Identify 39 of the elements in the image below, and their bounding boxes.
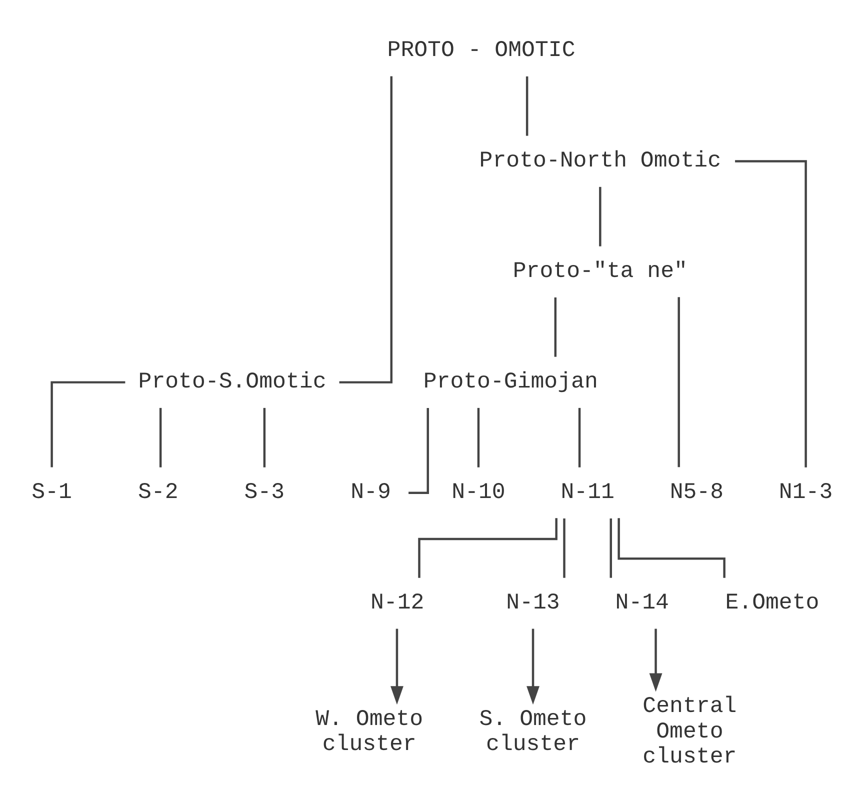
node-text: N-14 bbox=[615, 590, 669, 616]
node-text: N1-3 bbox=[778, 479, 833, 506]
connector bbox=[678, 297, 680, 468]
connector bbox=[526, 76, 528, 136]
node-text: N-10 bbox=[452, 479, 506, 506]
arrow bbox=[649, 628, 662, 692]
node-text: N-12 bbox=[370, 590, 424, 616]
node-text: Proto-S.Omotic bbox=[138, 368, 326, 395]
connector bbox=[610, 518, 612, 578]
node-text: S-2 bbox=[138, 479, 178, 506]
connector bbox=[418, 518, 558, 578]
node-text: E.Ometo bbox=[725, 590, 820, 616]
connector bbox=[339, 76, 392, 384]
node-text: Proto-"ta ne" bbox=[512, 258, 688, 284]
node-text: Proto-Gimojan bbox=[423, 368, 598, 395]
connector bbox=[554, 297, 557, 357]
node-text: PROTO - OMOTIC bbox=[387, 37, 576, 64]
connector bbox=[159, 408, 162, 468]
connector bbox=[563, 518, 566, 578]
node-text: N5-8 bbox=[670, 479, 724, 506]
node-text: S. Ometo cluster bbox=[479, 706, 587, 757]
connector bbox=[263, 408, 266, 468]
connector bbox=[477, 408, 480, 468]
connector bbox=[599, 186, 602, 246]
connector bbox=[50, 381, 126, 468]
connector bbox=[578, 408, 581, 468]
node-text: S-1 bbox=[32, 479, 72, 506]
arrow bbox=[390, 628, 404, 705]
node-text: N-9 bbox=[350, 479, 391, 506]
connector bbox=[735, 160, 807, 468]
node-text: S-3 bbox=[244, 479, 285, 506]
node-text: N-11 bbox=[560, 479, 614, 506]
node-text: W. Ometo cluster bbox=[316, 706, 424, 757]
arrow bbox=[526, 628, 540, 705]
node-text: N-13 bbox=[506, 590, 560, 616]
connector bbox=[408, 408, 429, 494]
node-text: Central Ometo cluster bbox=[642, 693, 737, 770]
connector bbox=[618, 518, 726, 578]
node-text: Proto-North Omotic bbox=[479, 148, 722, 174]
